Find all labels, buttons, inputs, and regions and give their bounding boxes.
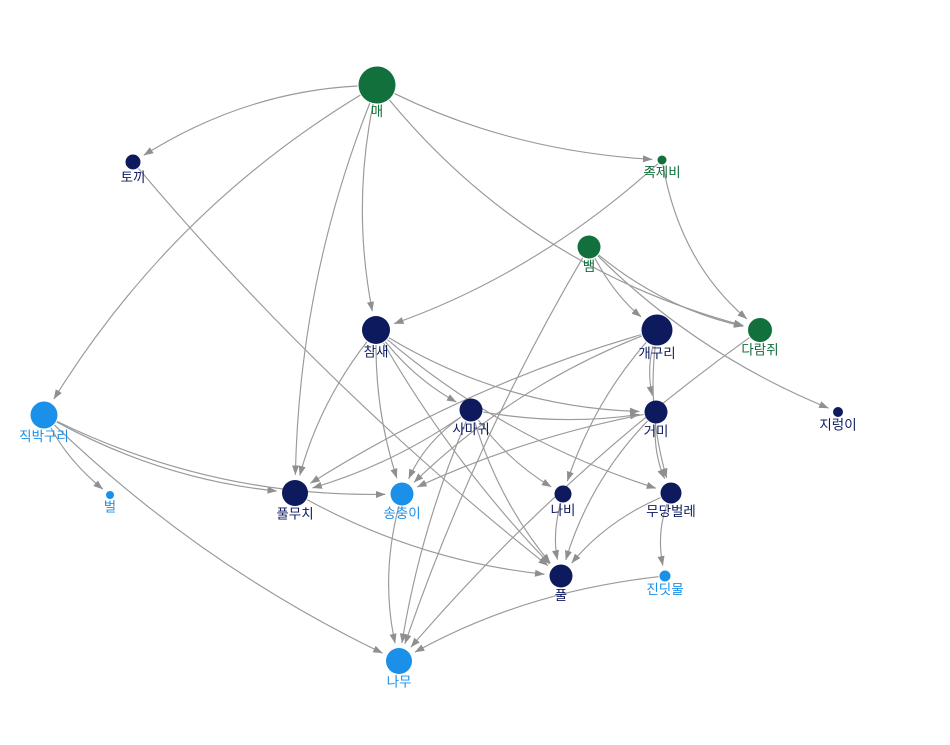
graph-node-label-jindismul: 진딧물 (646, 582, 683, 597)
graph-edge (571, 497, 661, 564)
graph-edge (594, 257, 642, 318)
graph-edge (393, 163, 659, 325)
graph-edge (291, 102, 371, 476)
graph-node-jokjebi[interactable] (657, 155, 667, 165)
graph-node-label-namu: 나무 (387, 675, 412, 690)
graph-node-jikbakguri[interactable] (30, 401, 58, 429)
graph-node-pulmuchi[interactable] (282, 480, 308, 506)
graph-node-label-songchungi: 송충이 (383, 506, 420, 521)
graph-edge (312, 416, 462, 489)
graph-node-chamsae[interactable] (362, 316, 390, 344)
graph-edge (399, 421, 467, 644)
graph-node-label-chamsae: 참새 (364, 345, 389, 360)
graph-node-geomi[interactable] (644, 400, 668, 424)
graph-edge (361, 103, 374, 312)
graph-node-songchungi[interactable] (390, 482, 414, 506)
graph-node-label-gaeguri: 개구리 (638, 346, 675, 361)
graph-node-label-beol: 벌 (104, 500, 116, 515)
graph-edge (388, 337, 640, 415)
graph-node-label-pul: 풀 (555, 588, 567, 603)
graph-edge (565, 420, 648, 561)
graph-edge (138, 168, 549, 567)
graph-edge (387, 339, 657, 489)
graph-edge (143, 85, 358, 156)
graph-node-jireongi[interactable] (833, 407, 843, 417)
graph-node-label-samagwi: 사마귀 (452, 422, 489, 437)
graph-node-baem[interactable] (577, 235, 601, 259)
graph-node-tokki[interactable] (125, 154, 141, 170)
graph-node-label-geomi: 거미 (644, 424, 669, 439)
graph-edge (597, 255, 829, 409)
graph-edge (483, 411, 640, 421)
graph-node-label-pulmuchi: 풀무치 (276, 507, 313, 522)
graph-edge (388, 505, 400, 644)
graph-edge (413, 335, 642, 483)
graph-edge (298, 341, 368, 476)
graph-edge (416, 413, 644, 488)
graph-node-label-jikbakguri: 직박구리 (19, 429, 69, 444)
graph-edge (384, 341, 457, 403)
graph-node-label-jokjebi: 족제비 (643, 165, 680, 180)
graph-edge (662, 165, 748, 320)
graph-node-namu[interactable] (386, 648, 412, 674)
graph-node-nabi[interactable] (554, 485, 572, 503)
graph-edge (477, 419, 552, 488)
graph-node-label-baem: 뱀 (583, 259, 595, 274)
graph-node-pul[interactable] (549, 564, 573, 588)
graph-edge (56, 421, 278, 494)
graph-edge (657, 503, 668, 566)
graph-edge (654, 424, 666, 479)
graph-edge (474, 421, 551, 564)
graph-edge (53, 94, 361, 400)
graph-node-jindismul[interactable] (659, 570, 671, 582)
graph-edge (598, 254, 744, 328)
graph-edge (388, 99, 744, 327)
graph-edge (414, 576, 659, 653)
graph-node-label-jireongi: 지렁이 (819, 418, 856, 433)
graph-node-mae[interactable] (358, 66, 396, 104)
graph-edge (56, 420, 386, 499)
graph-edge (383, 342, 550, 565)
graph-node-label-tokki: 토끼 (121, 170, 146, 185)
graph-node-label-mae: 매 (371, 104, 383, 119)
graph-edge (375, 344, 398, 479)
graph-node-label-daramjwi: 다람쥐 (741, 343, 778, 358)
node-layer (30, 66, 843, 674)
graph-node-daramjwi[interactable] (748, 318, 772, 342)
graph-node-beol[interactable] (106, 491, 114, 499)
graph-node-label-nabi: 나비 (551, 503, 576, 518)
graph-edge (646, 345, 654, 396)
graph-node-gaeguri[interactable] (641, 314, 673, 346)
graph-edge (394, 93, 653, 163)
edge-layer (50, 85, 829, 654)
graph-node-samagwi[interactable] (459, 398, 483, 422)
graph-node-label-mudangbeolle: 무당벌레 (646, 504, 696, 519)
graph-edge (566, 342, 647, 482)
graph-edge (552, 503, 562, 560)
graph-edge (410, 337, 750, 648)
graph-edge (310, 334, 642, 484)
graph-node-mudangbeolle[interactable] (660, 482, 682, 504)
graph-edge (307, 499, 545, 577)
graph-edge (50, 427, 104, 490)
graph-edge (54, 424, 383, 654)
